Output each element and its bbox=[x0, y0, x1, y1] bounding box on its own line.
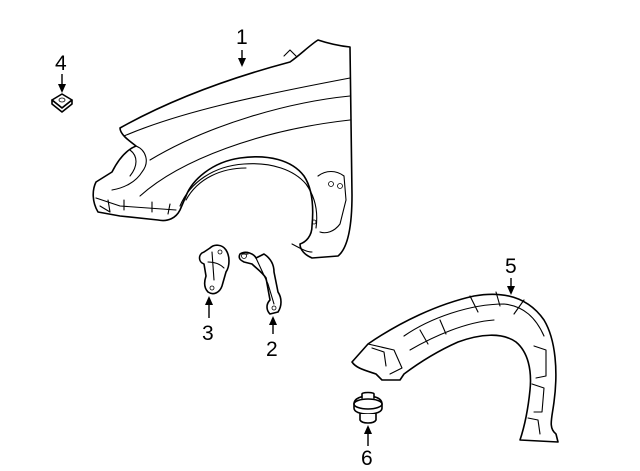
fender-part[interactable] bbox=[92, 39, 353, 259]
callout-1: 1 bbox=[236, 26, 248, 49]
push-retainer-part[interactable] bbox=[353, 391, 383, 424]
leader-lines bbox=[58, 50, 515, 446]
callout-4: 4 bbox=[55, 52, 67, 75]
clip-nut-part[interactable] bbox=[51, 93, 73, 113]
callout-2: 2 bbox=[266, 338, 278, 361]
callout-5: 5 bbox=[505, 255, 517, 278]
callout-3: 3 bbox=[202, 322, 214, 345]
fender-liner-part[interactable] bbox=[351, 291, 559, 443]
front-bracket-part[interactable] bbox=[198, 244, 230, 295]
rear-bracket-part[interactable] bbox=[238, 251, 282, 315]
callout-6: 6 bbox=[361, 447, 373, 470]
